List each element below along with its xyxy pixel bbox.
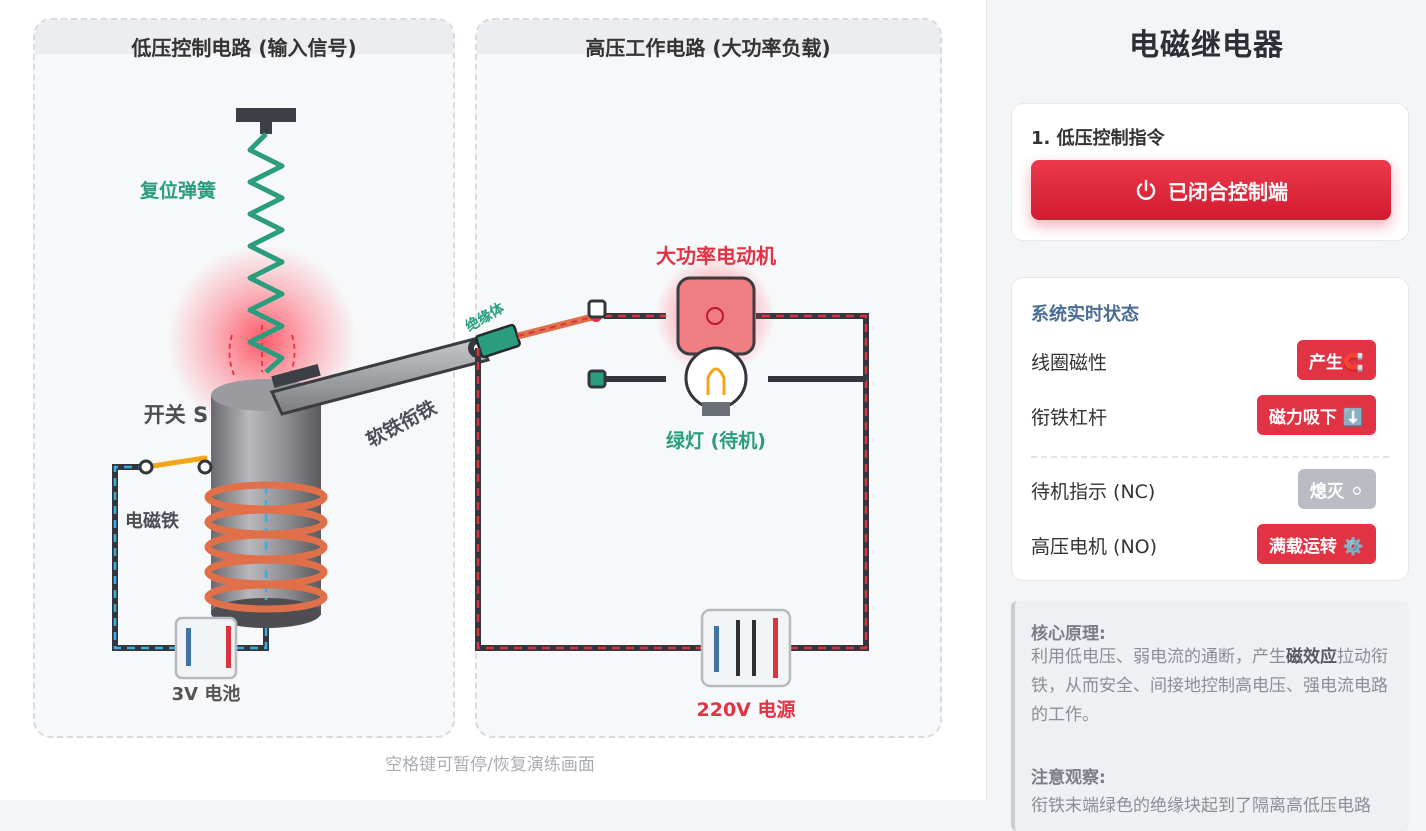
power-icon <box>1136 179 1156 200</box>
status-title: 系统实时状态 <box>1031 304 1139 325</box>
coil-windings <box>204 481 328 613</box>
keyboard-hint: 空格键可暂停/恢复演练画面 <box>385 755 595 775</box>
armature-lever[interactable] <box>269 310 602 416</box>
status-card: 系统实时状态 线圈磁性 产生🧲 衔铁杠杆 磁力吸下 ⬇️ 待机指示 (NC) 熄… <box>1011 277 1409 581</box>
control-label: 1. 低压控制指令 <box>1031 128 1165 149</box>
coil-magnetism-label: 线圈磁性 <box>1031 352 1108 374</box>
principle-text: 利用低电压、弱电流的通断，产生磁效应拉动衔铁，从而安全、间接地控制高电压、强电流… <box>1031 643 1403 730</box>
high-voltage-panel-title: 高压工作电路 (大功率负载) <box>585 36 830 60</box>
observe-heading: 注意观察: <box>1031 768 1106 788</box>
status-divider <box>1031 456 1389 458</box>
principle-text-part: 拉动衔铁，从而安全、间接地控制高电压、强电流电路的工作。 <box>1031 647 1388 725</box>
hv-motor-badge: 满载运转 ⚙️ <box>1256 524 1376 564</box>
power-220v <box>700 608 792 688</box>
switch-label: 开关 S <box>144 403 208 427</box>
principle-keyword: 磁效应 <box>1286 647 1337 667</box>
hv-motor-label: 高压电机 (NO) <box>1031 536 1158 558</box>
simulation-stage: 低压控制电路 (输入信号) 高压工作电路 (大功率负载) <box>0 0 986 800</box>
panel-header <box>35 20 453 54</box>
high-voltage-wire <box>475 313 869 651</box>
no-contact <box>587 299 607 319</box>
toggle-control-button[interactable]: 已闭合控制端 <box>1031 160 1391 220</box>
battery-label: 3V 电池 <box>172 683 241 705</box>
battery-3v <box>174 616 238 680</box>
panel-header <box>477 20 940 54</box>
armature-lever-label: 衔铁杠杆 <box>1031 407 1108 429</box>
sidebar-title: 电磁继电器 <box>1129 28 1284 63</box>
standby-lamp <box>684 346 748 416</box>
reset-spring <box>236 108 321 389</box>
lamp-label: 绿灯 (待机) <box>666 429 766 452</box>
coil-magnetism-badge: 产生🧲 <box>1296 340 1376 380</box>
toggle-control-button-label: 已闭合控制端 <box>1168 179 1288 204</box>
armature-lever-badge: 磁力吸下 ⬇️ <box>1256 395 1376 435</box>
relay-diagram: 低压控制电路 (输入信号) 高压工作电路 (大功率负载) <box>112 36 869 721</box>
observe-text: 衔铁末端绿色的绝缘块起到了隔离高低压电路 <box>1031 796 1371 816</box>
nc-contact <box>587 369 607 389</box>
spring-label: 复位弹簧 <box>139 179 216 202</box>
power-label: 220V 电源 <box>697 698 796 721</box>
principle-text-part: 利用低电压、弱电流的通断，产生 <box>1031 647 1286 667</box>
standby-indicator-badge: 熄灭 ⚪ <box>1297 469 1376 509</box>
electromagnet <box>204 379 328 628</box>
motor <box>655 256 775 376</box>
armature-label: 软铁衔铁 <box>362 396 440 452</box>
standby-indicator-label: 待机指示 (NC) <box>1031 481 1156 503</box>
motor-label: 大功率电动机 <box>656 244 776 268</box>
switch-s[interactable] <box>138 455 213 475</box>
low-voltage-panel-title: 低压控制电路 (输入信号) <box>130 36 356 60</box>
principle-card: 核心原理: 利用低电压、弱电流的通断，产生磁效应拉动衔铁，从而安全、间接地控制高… <box>1011 601 1409 831</box>
sidebar: 电磁继电器 1. 低压控制指令 已闭合控制端 系统实时状态 线圈磁性 产生🧲 衔… <box>986 0 1426 831</box>
principle-heading: 核心原理: <box>1031 624 1106 644</box>
electromagnet-label: 电磁铁 <box>125 510 179 532</box>
control-card: 1. 低压控制指令 已闭合控制端 <box>1011 103 1409 241</box>
